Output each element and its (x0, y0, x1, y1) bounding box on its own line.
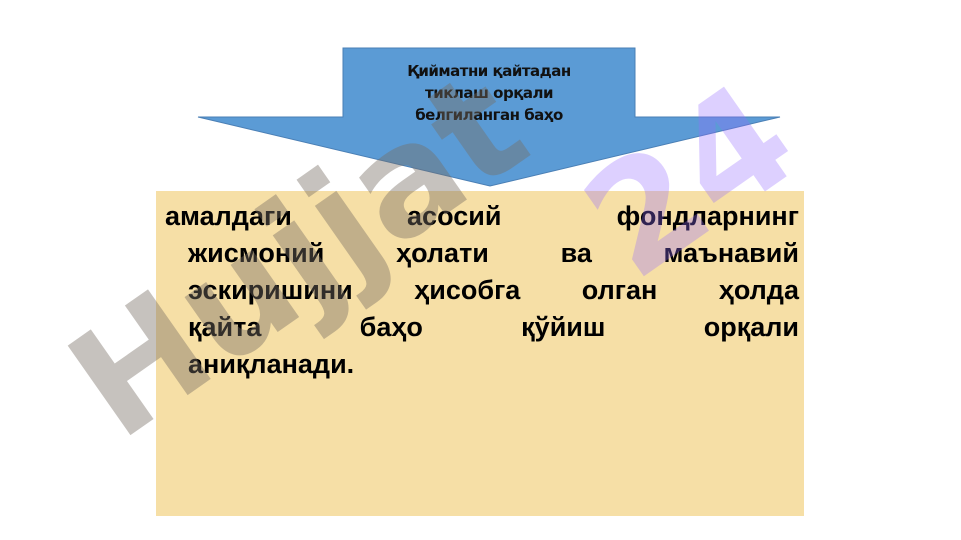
arrow-text-line: Қийматни қайтадан (407, 62, 571, 80)
arrow-callout-text: Қийматни қайтадан тиклаш орқали белгилан… (343, 60, 635, 126)
text-line: амалдаги асосий фондларнинг (165, 198, 799, 235)
down-arrow-callout (197, 47, 781, 187)
definition-text: амалдаги асосий фондларнинг жисмоний ҳол… (165, 198, 799, 383)
word: ҳисобга (414, 275, 521, 305)
word: эскиришини (188, 275, 353, 305)
text-line: эскиришини ҳисобга олган ҳолда (188, 272, 799, 309)
word: асосий (407, 201, 502, 231)
word: ҳолда (718, 275, 799, 305)
word: жисмоний (188, 238, 325, 268)
word: ҳолати (396, 238, 489, 268)
word: аниқланади. (188, 349, 355, 379)
word: қўйиш (521, 312, 606, 342)
arrow-text-line: белгиланган баҳо (415, 106, 563, 124)
word: олган (581, 275, 658, 305)
text-line: жисмоний ҳолати ва маънавий (188, 235, 799, 272)
text-line: аниқланади. (188, 346, 799, 383)
word: маънавий (663, 238, 799, 268)
arrow-text-line: тиклаш орқали (425, 84, 554, 102)
word: орқали (703, 312, 799, 342)
word: баҳо (359, 312, 423, 342)
word: ва (560, 238, 592, 268)
definition-box (156, 191, 804, 516)
word: қайта (188, 312, 262, 342)
word: фондларнинг (616, 201, 799, 231)
word: амалдаги (165, 201, 292, 231)
text-line: қайта баҳо қўйиш орқали (188, 309, 799, 346)
